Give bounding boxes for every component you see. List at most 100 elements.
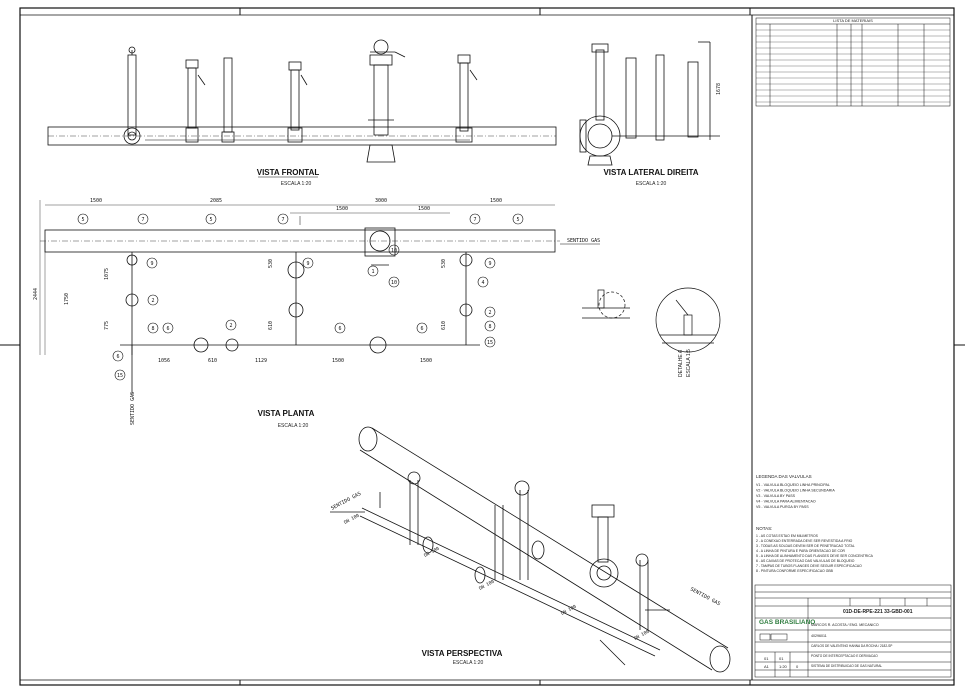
note-item: 3 - TODAS AS SOLDAS DEVEM SER DE PENETRA… [756, 544, 855, 548]
item-balloon [484, 257, 496, 269]
item-balloon [112, 350, 124, 362]
dim-inner-4: 610 [441, 321, 447, 330]
bom-title: LISTA DE MATERIAIS [833, 18, 873, 23]
dim-left-2: 1750 [64, 293, 70, 305]
item-balloon [147, 294, 159, 306]
item-balloon [512, 213, 524, 225]
item-balloon [225, 319, 237, 331]
item-balloon [277, 213, 289, 225]
dim-top-4: 1500 [336, 206, 348, 212]
dim-bottom-4: 1500 [332, 358, 344, 364]
note-item: 6 - AS CAIXAS DE PROTECAO DAS VALVULAS D… [756, 559, 855, 563]
doc-number: 01D-DE-RPE-221 33-GBD-001 [843, 609, 913, 615]
network-name: SISTEMA DE DISTRIBUICAO DE GAS NATURAL [811, 664, 882, 668]
front-view-scale: ESCALA 1:20 [281, 181, 312, 187]
valve-legend: V1 - VALVULA BLOQUEIO LINHA PRINCIPALV2 … [756, 483, 835, 509]
item-balloon-number: 2 [488, 310, 491, 316]
item-balloon-number: 7 [141, 217, 144, 223]
dn-label-1: DN 100 [343, 513, 360, 526]
dn-label-2: DN 100 [423, 546, 440, 559]
item-balloon-number: 6 [338, 326, 341, 332]
sheet-number: 01 [764, 656, 769, 661]
valve-legend-item: V4 - VALVULA PARA ALIMENTACAO [756, 500, 816, 504]
front-view-title: VISTA FRONTAL [257, 168, 320, 177]
note-item: 1 - AS COTAS ESTAO EM MILIMETROS [756, 534, 819, 538]
item-balloon [146, 257, 158, 269]
dim-left-1: 2444 [33, 288, 39, 300]
side-view-title: VISTA LATERAL DIREITA [603, 168, 698, 177]
dim-top-2: 2085 [210, 198, 222, 204]
item-balloon [484, 320, 496, 332]
valve-legend-item: V3 - VALVULA BY PASS [756, 494, 796, 498]
item-balloon-number: 2 [229, 323, 232, 329]
valve-legend-item: V2 - VALVULA BLOQUEIO LINHA SECUNDARIA [756, 489, 835, 493]
dim-left-3: 1075 [104, 268, 110, 280]
item-balloon [367, 265, 379, 277]
front-valve-5 [455, 54, 478, 143]
item-balloon [205, 213, 217, 225]
dim-left-4: 775 [104, 321, 110, 330]
front-valve-1 [123, 46, 141, 145]
item-balloon-number: 9 [488, 261, 491, 267]
item-balloon-number: 15 [487, 340, 493, 346]
item-balloon-number: 7 [281, 217, 284, 223]
perspective-view-scale: ESCALA 1:20 [453, 660, 484, 666]
detail-scale: ESCALA 1:5 [686, 349, 692, 377]
sheets-total: 01 [779, 656, 784, 661]
item-balloon-number: 5 [516, 217, 519, 223]
company-name: GAS BRASILIANO [759, 619, 815, 626]
front-view [47, 39, 557, 163]
flow-label-plan-left: SENTIDO GAS [130, 392, 136, 425]
item-balloon-number: 8 [488, 324, 491, 330]
perspective-view [330, 426, 731, 673]
plan-view-scale: ESCALA 1:20 [278, 423, 309, 429]
side-height-dim: 1678 [716, 83, 722, 95]
front-valve-2 [185, 59, 206, 143]
drawing-scale: 1:20 [779, 664, 788, 669]
drawing-border [0, 7, 965, 686]
plan-view-title: VISTA PLANTA [258, 409, 315, 418]
item-balloon-number: 4 [481, 280, 484, 286]
notes-title: NOTAS: [756, 526, 772, 531]
item-balloon-number: 6 [420, 326, 423, 332]
item-balloon [302, 257, 314, 269]
side-view-scale: ESCALA 1:20 [636, 181, 667, 187]
note-item: 4 - A LINHA DE PINTURA E PARA ORIENTACAO… [756, 549, 846, 553]
dim-inner-1: 530 [268, 259, 274, 268]
dim-bottom-2: 610 [208, 358, 217, 364]
item-balloon-number: 8 [151, 326, 154, 332]
valve-legend-title: LEGENDA DAS VALVULAS [756, 474, 812, 479]
title-block [754, 584, 952, 678]
plan-view [39, 200, 560, 395]
dim-top-1: 1500 [90, 198, 102, 204]
project-code: 40296011 [811, 634, 827, 638]
flow-label-plan-right: SENTIDO GAS [567, 238, 600, 244]
item-balloon [334, 322, 346, 334]
item-balloon [484, 306, 496, 318]
company-logo-icon [759, 633, 788, 641]
perspective-view-title: VISTA PERSPECTIVA [422, 649, 503, 658]
dim-top-3: 3000 [375, 198, 387, 204]
dim-bottom-3: 1129 [255, 358, 267, 364]
dn-label-5: DN 100 [633, 629, 650, 642]
item-balloon-number: 9 [150, 261, 153, 267]
item-balloon [484, 336, 496, 348]
item-balloon-number: 10 [391, 280, 397, 286]
bom-rows [756, 29, 950, 103]
dim-inner-3: 530 [441, 259, 447, 268]
item-balloon [162, 322, 174, 334]
dn-label-3: DN 100 [478, 579, 495, 592]
item-balloon-number: 1 [371, 269, 374, 275]
item-balloon [147, 322, 159, 334]
item-balloon-number: 15 [117, 373, 123, 379]
drawn-by: CARLOS DE VALENTINO HANNA DA ROCHA / 218… [811, 644, 892, 648]
item-balloon-number: 6 [166, 326, 169, 332]
item-balloon [137, 213, 149, 225]
note-item: 2 - A CONEXAO ENTERRADA DEVE SER REVESTI… [756, 539, 853, 543]
detail-title: DETALHE A [678, 349, 684, 377]
bill-of-materials-table [755, 17, 951, 107]
note-item: 5 - A LINHA DE ALINHAMENTO DAS FLANGES D… [756, 554, 874, 558]
